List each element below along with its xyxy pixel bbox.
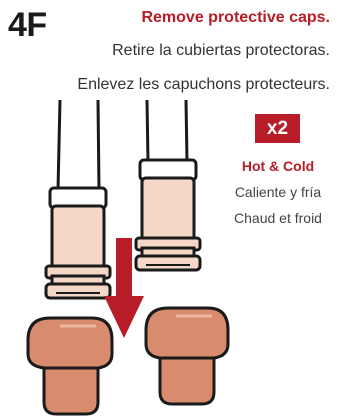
protective-cap-icon: [144, 306, 230, 406]
note-french: Chaud et froid: [234, 210, 322, 226]
step-number: 4F: [8, 6, 47, 44]
down-arrow-icon: [104, 238, 144, 338]
note-english: Hot & Cold: [241, 158, 315, 174]
protective-cap-icon: [26, 316, 114, 416]
instruction-english: Remove protective caps.: [141, 9, 330, 26]
instruction-french: Enlevez les capuchons protecteurs.: [77, 76, 330, 93]
supply-line-hose-icon: [134, 99, 202, 272]
note-spanish: Caliente y fría: [234, 184, 322, 200]
quantity-badge: x2: [255, 114, 300, 143]
instruction-spanish: Retire la cubiertas protectoras.: [112, 42, 330, 59]
supply-line-hose-icon: [44, 99, 112, 300]
